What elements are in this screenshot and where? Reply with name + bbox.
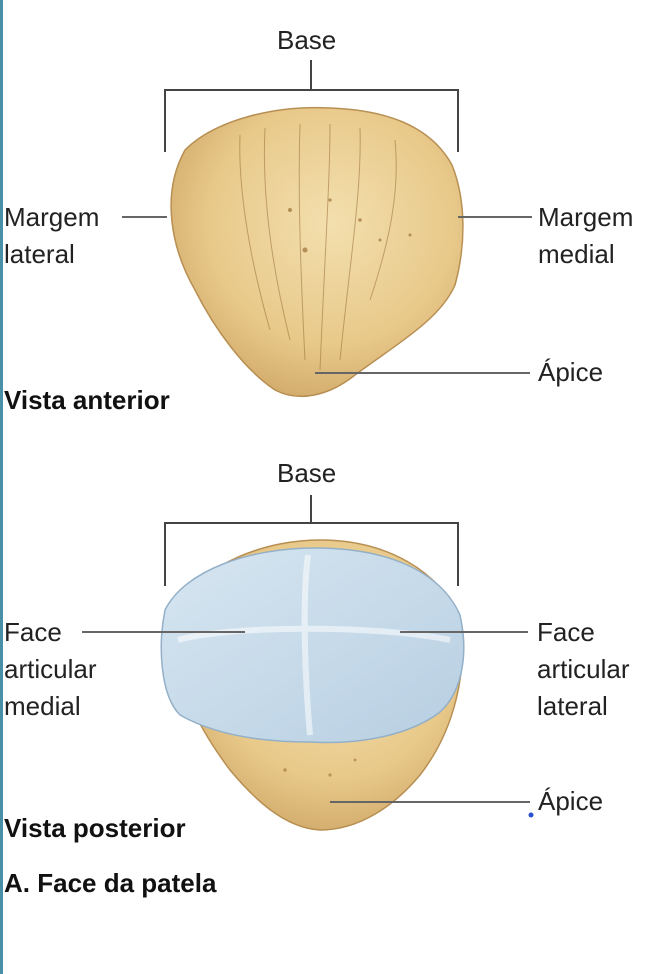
face-articular-lateral-label: Face articular lateral [537, 617, 630, 721]
posterior-view [82, 495, 534, 831]
margin-lateral-label: Margem lateral [4, 202, 100, 269]
annotation-dot [528, 812, 534, 818]
cartilage-ridges [177, 554, 451, 736]
posterior-pits [283, 758, 357, 777]
anterior-patella-bone [170, 106, 464, 398]
anterior-apex-label: Ápice [538, 357, 604, 387]
anterior-base-bracket [164, 60, 459, 152]
left-border-accent [0, 0, 3, 974]
anterior-view-title: Vista anterior [4, 385, 170, 415]
posterior-base-label: Base [277, 458, 337, 488]
posterior-view-title: Vista posterior [4, 813, 186, 843]
posterior-apex-label: Ápice [538, 786, 604, 816]
anterior-view [122, 60, 532, 398]
face-articular-medial-label: Face articular medial [4, 617, 97, 721]
articular-cartilage [160, 547, 465, 744]
anterior-base-label: Base [277, 25, 337, 55]
anterior-striations [239, 123, 397, 371]
figure-caption: A. Face da patela [4, 868, 217, 898]
anterior-pits [288, 198, 412, 253]
margin-medial-label: Margem medial [538, 202, 634, 269]
posterior-base-bracket [164, 495, 459, 586]
